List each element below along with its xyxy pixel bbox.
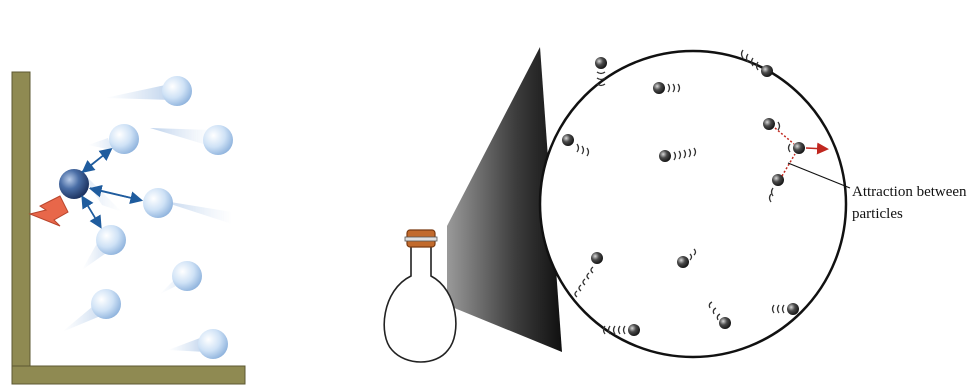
particle: [109, 124, 139, 154]
wall-force-arrow: [30, 196, 68, 226]
attraction-label-line2: particles: [852, 203, 967, 225]
particle: [172, 261, 202, 291]
particle: [162, 76, 192, 106]
magnified-view: [540, 51, 846, 357]
motion-trails: [62, 84, 232, 352]
wall-colliding-particle: [59, 169, 89, 199]
attraction-arrows-left: [82, 150, 140, 226]
attraction-label-line1: Attraction between: [852, 181, 967, 203]
flask: [384, 230, 456, 362]
attraction-label: Attraction between particles: [852, 181, 967, 225]
particle: [198, 329, 228, 359]
particle: [143, 188, 173, 218]
particle: [96, 225, 126, 255]
particle: [91, 289, 121, 319]
particle: [203, 125, 233, 155]
